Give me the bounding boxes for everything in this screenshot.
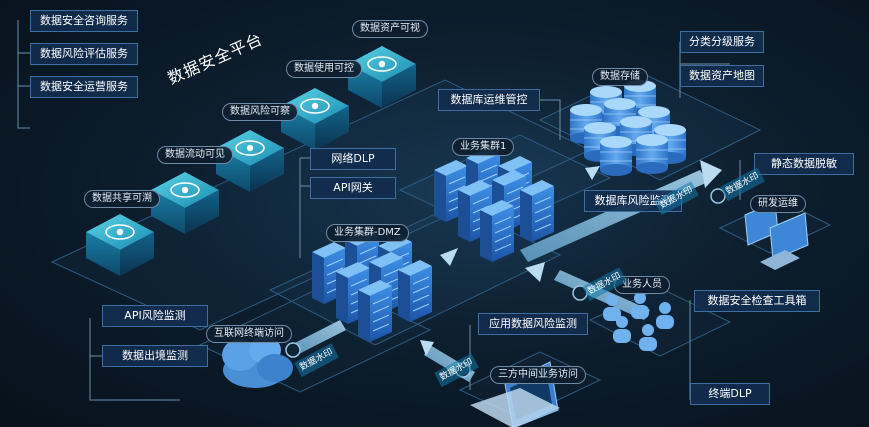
service-operations[interactable]: 数据安全运营服务 (30, 76, 138, 98)
server-icon (434, 160, 468, 222)
module-usage-controllable[interactable]: 数据使用可控 (286, 60, 362, 78)
network-dlp[interactable]: 网络DLP (310, 148, 396, 170)
app-data-risk-monitor[interactable]: 应用数据风险监测 (478, 313, 588, 335)
server-icon (480, 200, 514, 262)
eye-icon (300, 98, 330, 114)
database-icon (636, 134, 668, 174)
database-icon (600, 136, 632, 176)
platform-cube (86, 214, 154, 276)
server-cluster-dmz (312, 230, 432, 342)
service-risk-assessment[interactable]: 数据风险评估服务 (30, 43, 138, 65)
cloud-icon (222, 336, 293, 388)
db-storage-label: 数据存储 (592, 68, 648, 86)
data-asset-map[interactable]: 数据资产地图 (680, 65, 764, 87)
module-flow-visible[interactable]: 数据流动可见 (157, 146, 233, 164)
module-risk-observable[interactable]: 数据风险可察 (222, 103, 298, 121)
server-icon (398, 260, 432, 322)
static-data-masking[interactable]: 静态数据脱敏 (754, 153, 854, 175)
module-asset-visible[interactable]: 数据资产可视 (352, 20, 428, 38)
api-gateway[interactable]: API网关 (310, 177, 396, 199)
eye-icon (170, 182, 200, 198)
data-export-monitor[interactable]: 数据出境监测 (102, 345, 208, 367)
security-check-toolbox[interactable]: 数据安全检查工具箱 (694, 290, 820, 312)
people-icon (603, 292, 674, 351)
db-risk-monitor[interactable]: 数据库风险监测 (584, 190, 682, 212)
eye-icon (235, 140, 265, 156)
eye-icon (367, 56, 397, 72)
cluster-dmz-label: 业务集群-DMZ (326, 224, 409, 242)
cluster-1-label: 业务集群1 (452, 138, 515, 156)
classification-service[interactable]: 分类分级服务 (680, 31, 764, 53)
rd-ops-label: 研发运维 (750, 195, 806, 213)
eye-icon (105, 224, 135, 240)
internet-access-label: 互联网终端访问 (206, 325, 292, 343)
api-risk-monitor[interactable]: API风险监测 (102, 305, 208, 327)
service-consulting[interactable]: 数据安全咨询服务 (30, 10, 138, 32)
endpoint-dlp[interactable]: 终端DLP (690, 383, 770, 405)
server-icon (358, 280, 392, 342)
monitor-icon (744, 201, 809, 270)
db-ops-control[interactable]: 数据库运维管控 (438, 89, 540, 111)
server-cluster-1 (434, 148, 554, 262)
third-party-access-label: 三方中间业务访问 (490, 366, 586, 384)
module-share-traceable[interactable]: 数据共享可溯 (84, 190, 160, 208)
flow-arrows (420, 160, 722, 356)
server-icon (520, 180, 554, 242)
